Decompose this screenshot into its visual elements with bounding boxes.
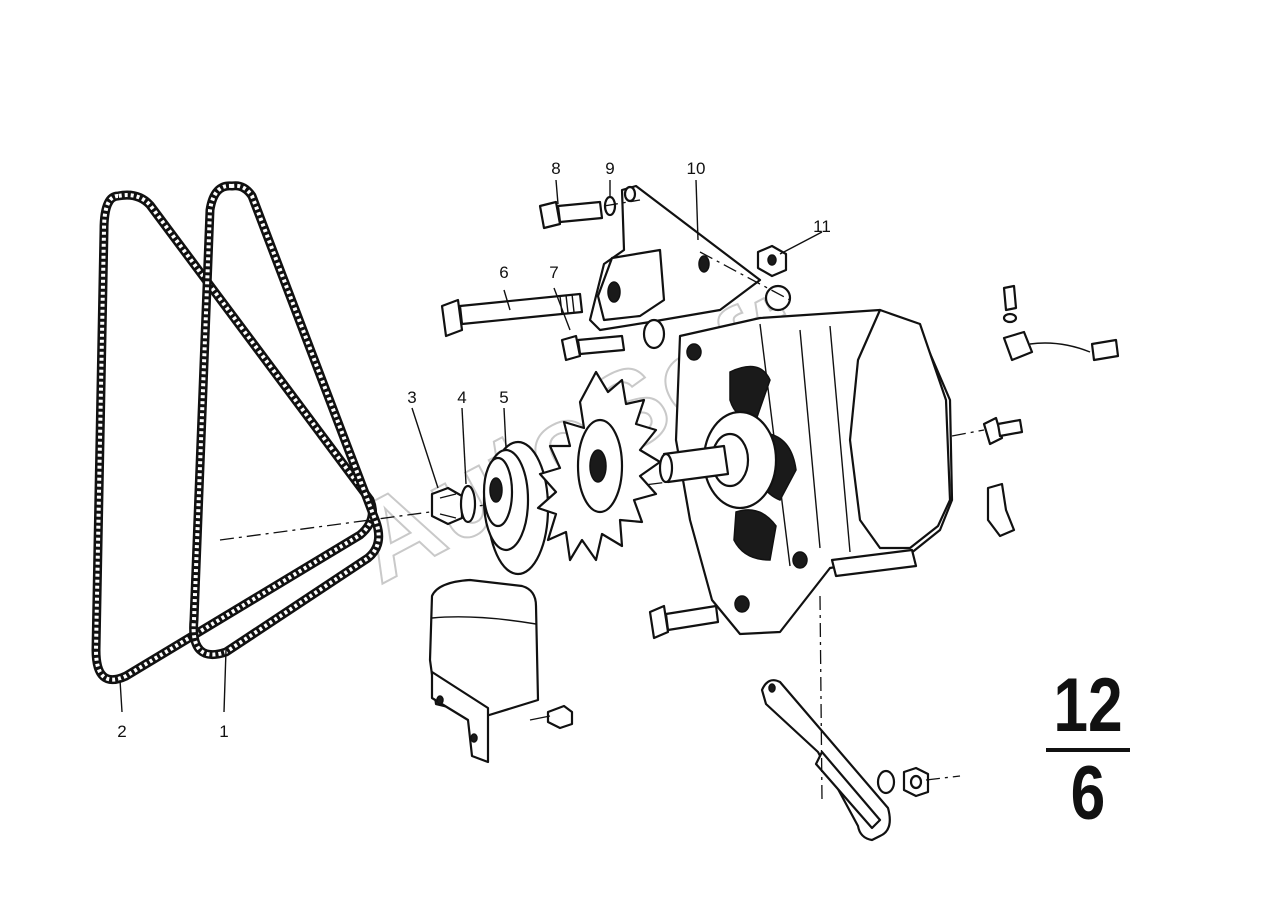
pulley-5[interactable]: [482, 440, 550, 576]
cooling-fan[interactable]: [536, 370, 662, 562]
pulley-nut-3[interactable]: [430, 486, 464, 526]
callout-5: 5: [499, 388, 508, 407]
spring-washer-4[interactable]: [459, 484, 477, 524]
page-number-divider: [1046, 748, 1130, 752]
bolt-6[interactable]: [440, 292, 584, 338]
strap-nut-dash: [925, 775, 961, 781]
callout-8: 8: [551, 159, 560, 178]
mounting-bracket-10[interactable]: [588, 184, 792, 350]
strap-dash-line: [819, 595, 823, 801]
callout-11: 11: [813, 217, 831, 236]
page-sheet-number: 6: [1070, 751, 1106, 836]
strap-washer[interactable]: [876, 769, 896, 795]
callout-1: 1: [219, 722, 228, 741]
adjusting-strap[interactable]: [760, 679, 891, 842]
alternator[interactable]: [658, 308, 954, 636]
callout-6: 6: [499, 263, 508, 282]
terminal-screw[interactable]: [1002, 284, 1018, 324]
callout-3: 3: [407, 388, 416, 407]
page-group-number: 12: [1053, 663, 1123, 748]
leader-lines: [119, 179, 823, 713]
bolt-8[interactable]: [538, 200, 604, 230]
callout-9: 9: [605, 159, 614, 178]
bracket-dash: [603, 199, 791, 301]
callout-2: 2: [117, 722, 126, 741]
cable-eye[interactable]: [986, 482, 1016, 538]
callout-4: 4: [457, 388, 466, 407]
regulator-screw[interactable]: [529, 704, 574, 730]
callout-10: 10: [687, 159, 706, 178]
strap-nut[interactable]: [902, 766, 930, 798]
bolt-7[interactable]: [560, 334, 626, 362]
callout-7: 7: [549, 263, 558, 282]
page-number: 12 6: [1038, 668, 1138, 832]
voltage-regulator[interactable]: [428, 578, 540, 764]
nut-11[interactable]: [756, 244, 788, 278]
right-dash: [951, 429, 985, 437]
lower-bolt[interactable]: [648, 604, 720, 640]
v-belt-2[interactable]: [91, 190, 377, 685]
housing-screw[interactable]: [982, 416, 1024, 446]
wire-connector[interactable]: [1002, 330, 1120, 362]
